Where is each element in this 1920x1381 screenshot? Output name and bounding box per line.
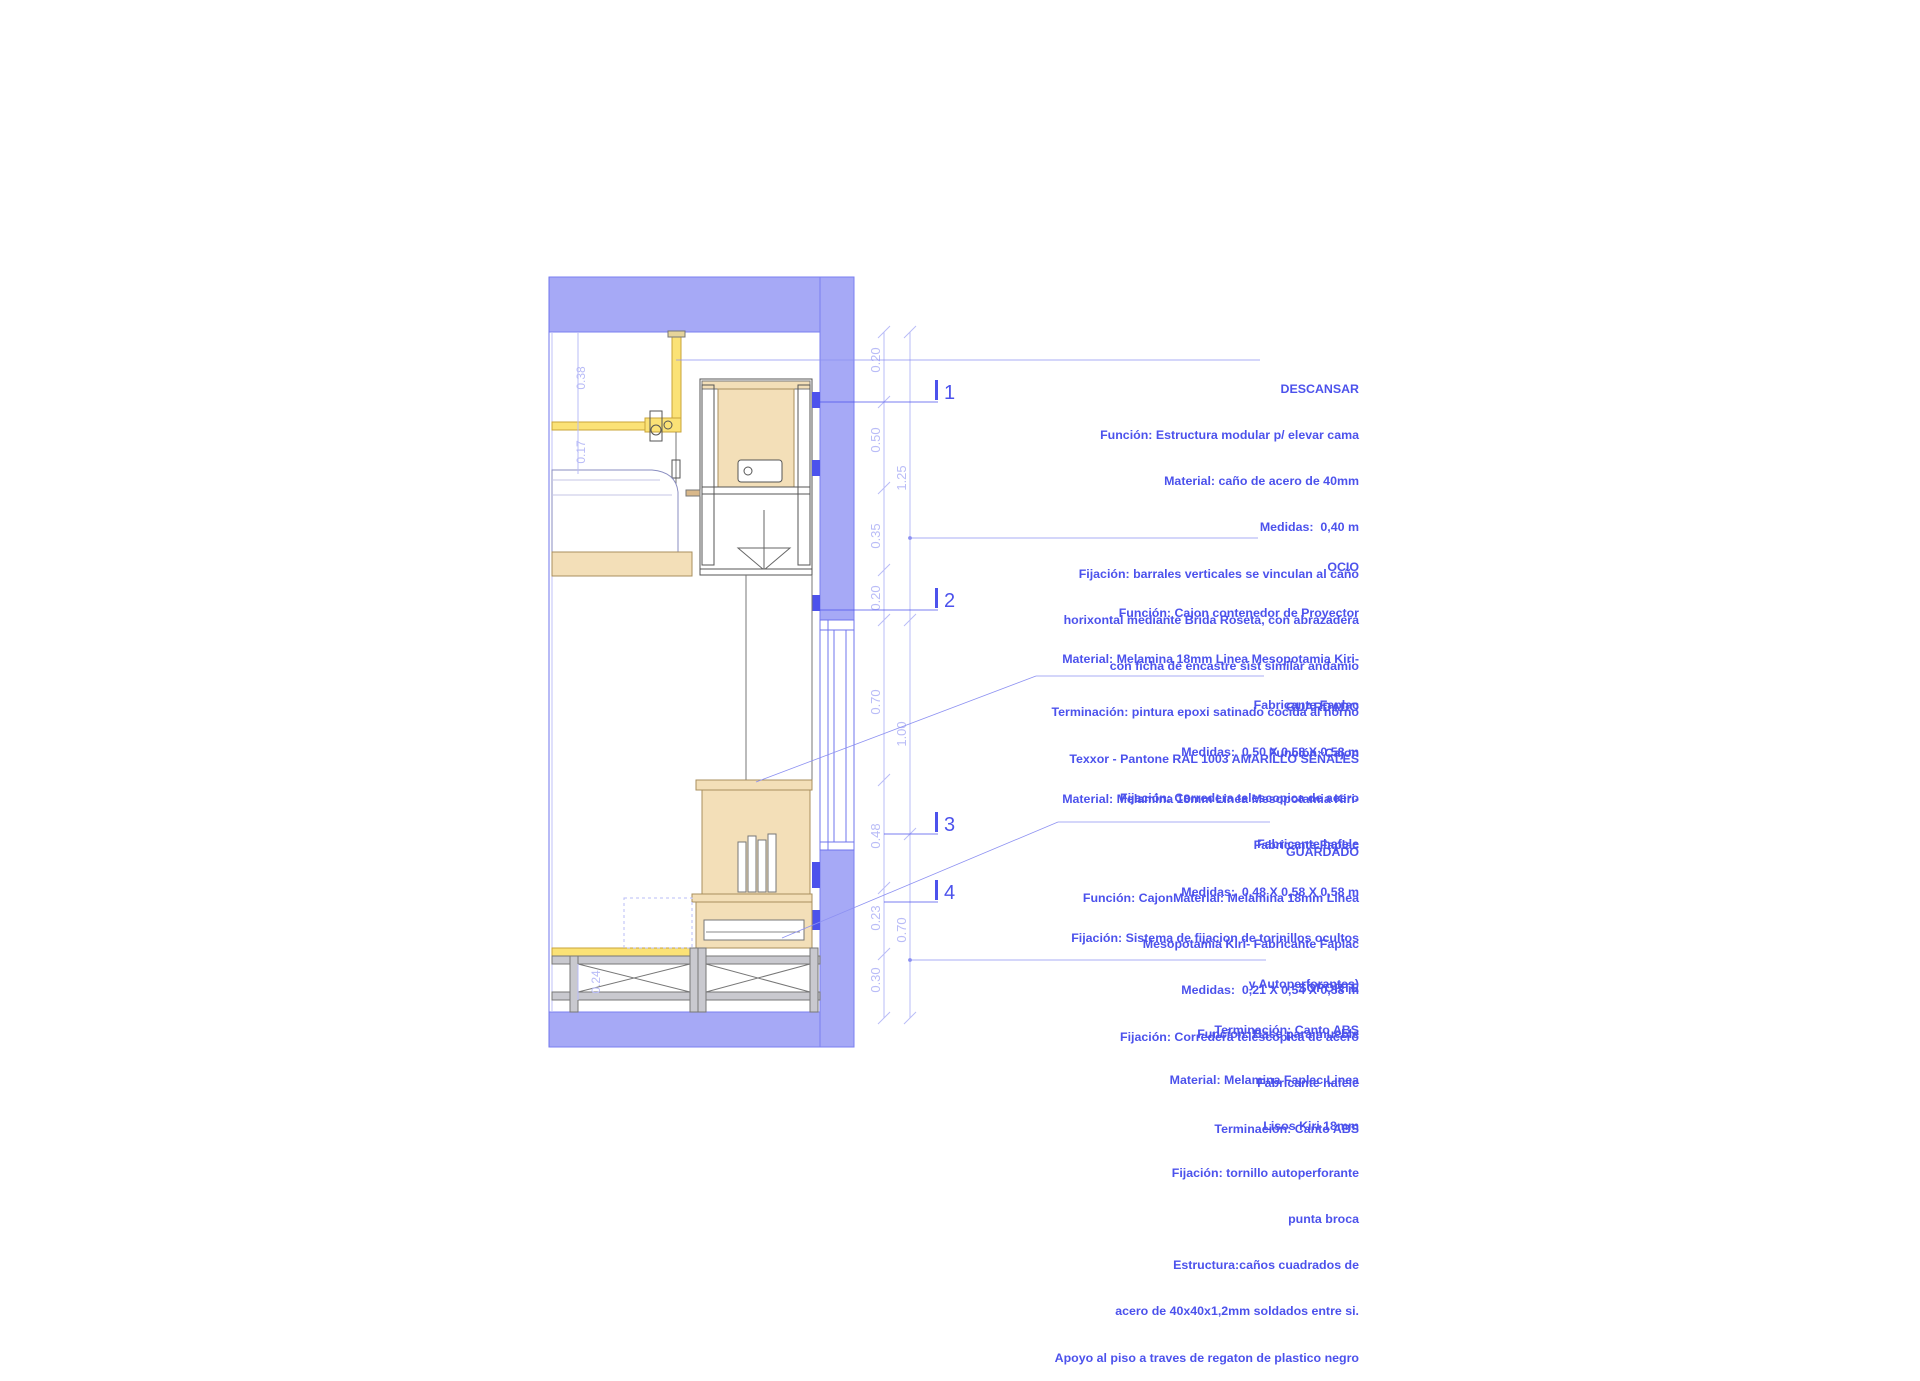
note-line: Apoyo al piso a traves de regaton de pla… [1054, 1350, 1359, 1365]
outer-dim-10: 1.00 [894, 721, 909, 746]
floor-slab [548, 1011, 855, 1048]
note-line: punta broca [1288, 1211, 1359, 1226]
note-line: Terminación: pintura epoxi satinado coci… [1051, 705, 1359, 720]
note-line: Función: Cajon contenedor de Proyector [1118, 606, 1359, 621]
outer-dim-6: 0.48 [868, 823, 883, 848]
note-line: Material: Melamina 18mm Linea Mesopotami… [1062, 652, 1359, 667]
drawer [623, 893, 813, 949]
walls [548, 276, 855, 1048]
inner-dim-2: 0.17 [574, 440, 588, 464]
projector-box [685, 378, 820, 611]
note-line: Fijación: tornillo autoperforante [1171, 1165, 1359, 1180]
outer-dim-4: 0.20 [868, 585, 883, 610]
storage-cabinet [695, 779, 820, 930]
note-line: Terminación: Canto ABS [1214, 1023, 1359, 1038]
level-marker-1: 1 [944, 382, 955, 404]
dimension-lines [877, 325, 917, 1025]
note-descansar: DESCANSAR Función: Estructura modular p/… [1051, 351, 1359, 782]
note-line: Función: CajonMaterial: Melamina 18mm Li… [1082, 891, 1359, 906]
level-markers [820, 380, 938, 903]
note-line: Medidas: 0,48 X 0,58 X 0,58 m [1181, 884, 1359, 899]
note-soporte: SOPORTE Funcion: Base para mueble Materi… [1055, 950, 1359, 1381]
inner-dim-3: 0.24 [589, 970, 603, 994]
outer-dim-11: 0.70 [894, 917, 909, 942]
note-line: con ficha de encastre sist similar andam… [1109, 659, 1359, 674]
note-title: GUARDADO [1286, 844, 1359, 859]
bed-structure [551, 330, 693, 957]
inner-dim-1: 0.38 [574, 366, 588, 390]
window [819, 619, 855, 851]
note-guardado-2: GUARDADO Función: CajonMaterial: Melamin… [1083, 814, 1359, 1153]
outer-dim-8: 0.30 [868, 967, 883, 992]
outer-dim-7: 0.23 [868, 905, 883, 930]
note-line: Texxor - Pantone RAL 1003 AMARILLO SEÑAL… [1069, 751, 1359, 766]
leader-lines [676, 359, 1270, 962]
note-line: Medidas: 0,40 m [1259, 520, 1359, 535]
note-line: Fijación: barrales verticales se vincula… [1078, 566, 1359, 581]
note-line: Material: Melamina Faplac Linea [1169, 1073, 1359, 1088]
note-title: OCIO [1327, 559, 1359, 574]
note-line: Estructura:caños cuadrados de [1173, 1258, 1359, 1273]
note-line: Fijación: Corredera telescopica de acero [1120, 790, 1359, 805]
note-line: Material: Melamina 18mm Linea Mesopotami… [1062, 792, 1359, 807]
right-wall-lower [819, 849, 855, 1048]
note-title: SOPORTE [1298, 980, 1359, 995]
ceiling-slab [548, 276, 855, 333]
outer-dim-3: 0.35 [868, 523, 883, 548]
level-marker-4: 4 [944, 882, 955, 904]
outer-dim-2: 0.50 [868, 427, 883, 452]
note-line: acero de 40x40x1,2mm soldados entre si. [1115, 1304, 1359, 1319]
note-line: Lisos Kiri 18mm [1263, 1119, 1359, 1134]
note-line: Funcion: Base para mueble [1197, 1027, 1359, 1042]
note-ocio: OCIO Función: Cajon contenedor de Proyec… [1062, 529, 1359, 868]
right-wall-upper [819, 276, 855, 621]
note-guardado-1: GUARDADO Función: Cajon Material: Melami… [1062, 669, 1359, 1054]
note-line: Función: Estructura modular p/ elevar ca… [1100, 428, 1359, 443]
note-line: Material: caño de acero de 40mm [1164, 474, 1359, 489]
note-title: GUARDADO [1286, 699, 1359, 714]
outer-dim-5: 0.70 [868, 689, 883, 714]
note-line: Medidas: 0,50 X 0,58 X 0,58 m [1181, 744, 1359, 759]
note-line: Fabricante hafele [1257, 1075, 1359, 1090]
note-line: Fijación: Corredera telescopica de acero [1120, 1029, 1359, 1044]
note-title: DESCANSAR [1280, 381, 1359, 396]
support-frame [551, 947, 821, 1013]
level-marker-3: 3 [944, 814, 955, 836]
outer-dim-9: 1.25 [894, 465, 909, 490]
note-line: Función: Cajon [1268, 746, 1359, 761]
mattress [551, 469, 693, 577]
note-line: horixontal mediante Brida Roseta, con ab… [1063, 612, 1359, 627]
note-line: Mesopotamia Kiri- Fabricante Faplac [1142, 937, 1359, 952]
note-line: Medidas: 0,21 X 0,54 X 0,58 m [1181, 983, 1359, 998]
note-line: Fijación: Sistema de fijacion de torinil… [1071, 930, 1359, 945]
note-line: Fabricante Faplac [1253, 838, 1359, 853]
note-line: Fabricante Faplac [1253, 698, 1359, 713]
note-line: Terminación: Canto ABS [1214, 1122, 1359, 1137]
note-line: Fabricante hafele [1257, 837, 1359, 852]
level-marker-2: 2 [944, 590, 955, 612]
note-line: y Autoperforantes) [1248, 977, 1359, 992]
